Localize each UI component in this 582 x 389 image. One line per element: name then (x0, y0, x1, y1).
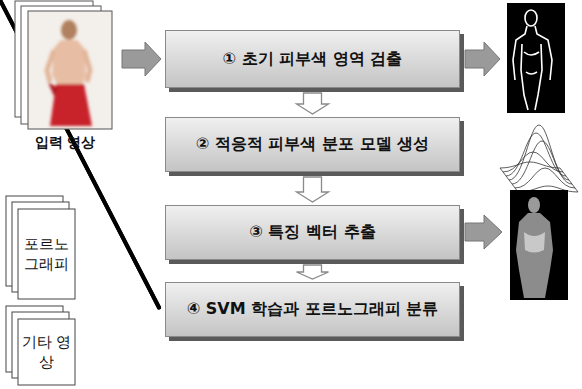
process-box: ③ 특징 벡터 추출 (165, 205, 460, 260)
process-label: ① 초기 피부색 영역 검출 (215, 49, 411, 70)
skin-mask-figure (513, 10, 552, 110)
process-box: ① 초기 피부색 영역 검출 (165, 30, 460, 88)
feature-figure (516, 197, 553, 298)
feature-image (510, 190, 568, 300)
document-stack: 기타 영상 (5, 305, 77, 387)
gaussian-surface (500, 125, 578, 192)
document-stack: 포르노 그래피 (5, 195, 77, 301)
flow-arrow (297, 265, 329, 279)
block-arrow (122, 42, 161, 76)
document-face: 기타 영상 (18, 319, 75, 385)
connector (0, 0, 159, 308)
flow-arrow (297, 93, 329, 114)
connector (122, 42, 161, 76)
process-box: ② 적응적 피부색 분포 모델 생성 (165, 117, 460, 172)
connector (0, 0, 159, 308)
connector (297, 93, 329, 114)
process-label: ③ 특징 벡터 추출 (241, 222, 383, 243)
image-caption: 입력 영상 (14, 134, 116, 152)
document-label: 기타 영상 (21, 332, 72, 373)
output-arrow (465, 215, 502, 249)
output-arrow (465, 42, 500, 76)
process-label: ② 적응적 피부색 분포 모델 생성 (188, 134, 437, 155)
process-label: ④ SVM 학습과 포르노그래피 분류 (179, 299, 447, 320)
skin-mask-image (507, 3, 565, 113)
result-line (0, 0, 159, 308)
document-label: 포르노 그래피 (21, 234, 72, 275)
input-image-stack: 입력 영상 (14, 0, 116, 158)
process-box: ④ SVM 학습과 포르노그래피 분류 (165, 282, 460, 337)
result-line (0, 0, 159, 308)
document-face: 포르노 그래피 (18, 209, 75, 299)
flow-arrow (297, 177, 329, 202)
connector (297, 265, 329, 279)
connector (297, 177, 329, 202)
